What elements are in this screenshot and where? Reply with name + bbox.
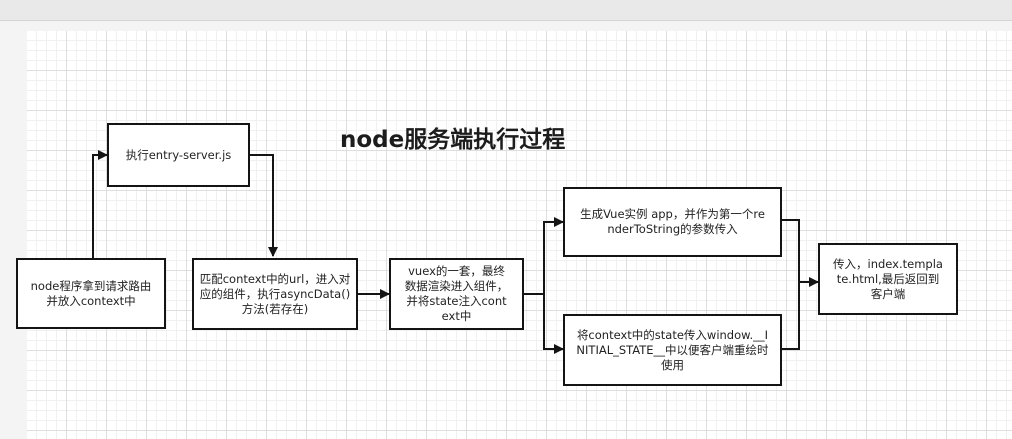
create-vue-box: 生成Vue实例 app，并作为第一个renderToString的参数传入 [563,187,782,257]
diagram-canvas-grid [27,31,1012,439]
arrow-vuex-to-state [543,294,564,354]
arrow-create-to-template [782,219,819,287]
node-receive-box: node程序拿到请求路由并放入context中 [16,258,166,329]
template-return-box: 传入，index.template.html,最后返回到客户端 [818,243,958,315]
arrow-state-to-template [782,282,800,350]
arrow-entry-to-match [250,154,278,257]
vuex-render-box: vuex的一套，最终数据渲染进入组件，并将state注入context中 [389,258,524,330]
window-top-bar [0,0,1012,21]
state-window-box: 将context中的state传入window.__INITIAL_STATE_… [563,314,782,386]
arrow-receive-to-entry [92,150,108,258]
arrow-vuex-to-create [524,217,564,295]
entry-server-box: 执行entry-server.js [107,123,250,187]
diagram-title: node服务端执行过程 [340,127,566,153]
match-context-box: 匹配context中的url，进入对应的组件，执行asyncData()方法(若… [192,258,358,330]
